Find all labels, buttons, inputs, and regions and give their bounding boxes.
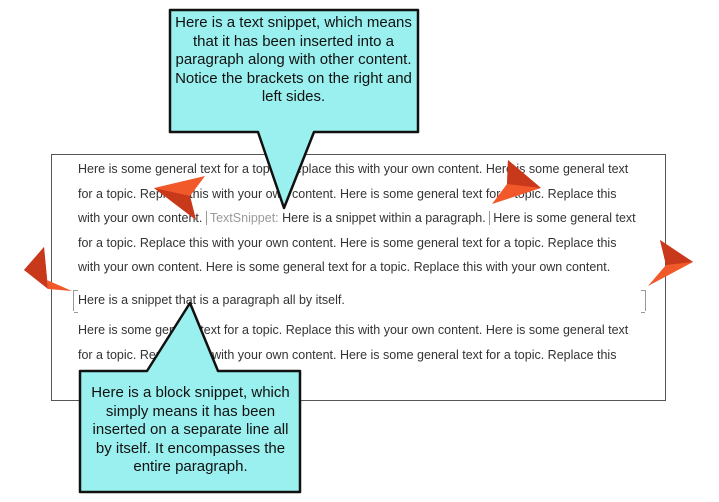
callout-bottom-text: Here is a block snippet, which simply me… [91, 384, 290, 476]
document-content-area: Here is some general text for a topic. R… [51, 154, 666, 401]
callout-bottom-bubble [78, 301, 302, 494]
arrow-left-block-icon [24, 247, 72, 291]
callout-top-bubble [168, 8, 420, 210]
block-snippet-paragraph: Here is a snippet that is a paragraph al… [78, 293, 345, 307]
snippet-text: Here is a snippet within a paragraph. [278, 211, 486, 225]
paragraph-with-inline-snippet: Here is some general text for a topic. R… [78, 157, 638, 280]
arrow-left-inline-icon [154, 176, 205, 220]
snippet-label: TextSnippet: [209, 211, 279, 225]
inline-text-snippet[interactable]: TextSnippet: Here is a snippet within a … [205, 211, 490, 225]
arrow-right-inline-icon [492, 160, 541, 204]
callout-top-text: Here is a text snippet, which means that… [175, 14, 412, 106]
paragraph-text: Here is some general text for a topic. R… [78, 162, 629, 225]
arrow-right-block-icon [648, 240, 693, 286]
block-snippet-brackets[interactable] [73, 290, 646, 313]
paragraph-text-continued: Here is some general text for a topic. R… [78, 211, 636, 274]
